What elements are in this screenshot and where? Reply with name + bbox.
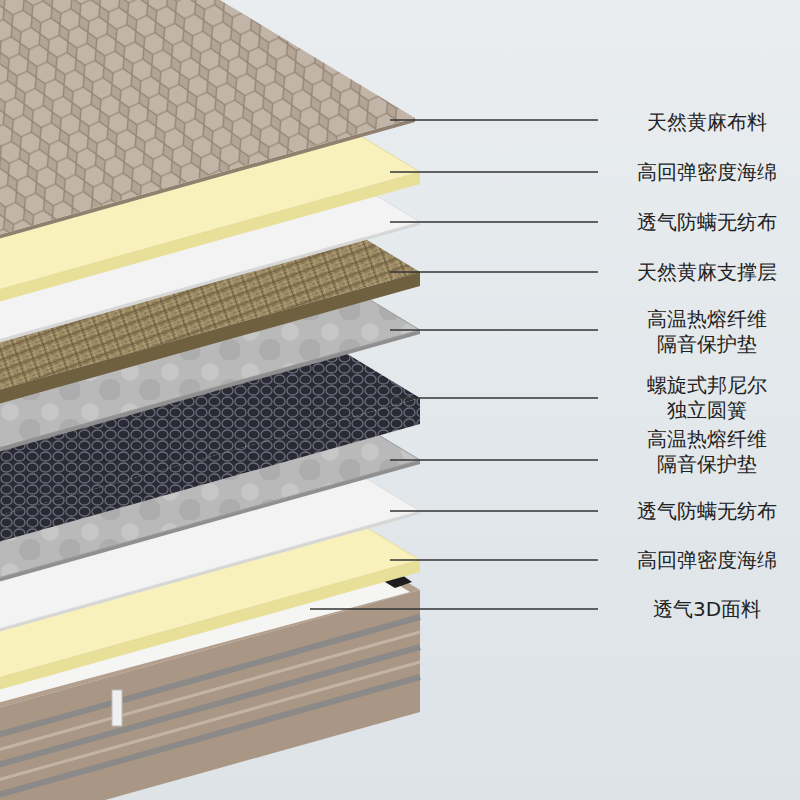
leader-lines — [310, 120, 598, 609]
part-label: 天然黄麻布料 — [627, 110, 787, 135]
part-label: 高回弹密度海绵 — [627, 548, 787, 573]
part-label: 天然黄麻支撑层 — [627, 260, 787, 285]
part-label: 透气防螨无纺布 — [627, 210, 787, 235]
part-label: 螺旋式邦尼尔 独立圆簧 — [627, 373, 787, 423]
part-label: 透气3D面料 — [627, 597, 787, 622]
part-label: 高回弹密度海绵 — [627, 160, 787, 185]
base-tag — [112, 690, 122, 726]
part-label: 透气防螨无纺布 — [627, 499, 787, 524]
part-label: 高温热熔纤维 隔音保护垫 — [627, 427, 787, 477]
part-label: 高温热熔纤维 隔音保护垫 — [627, 307, 787, 357]
fabric-top — [0, 0, 415, 240]
